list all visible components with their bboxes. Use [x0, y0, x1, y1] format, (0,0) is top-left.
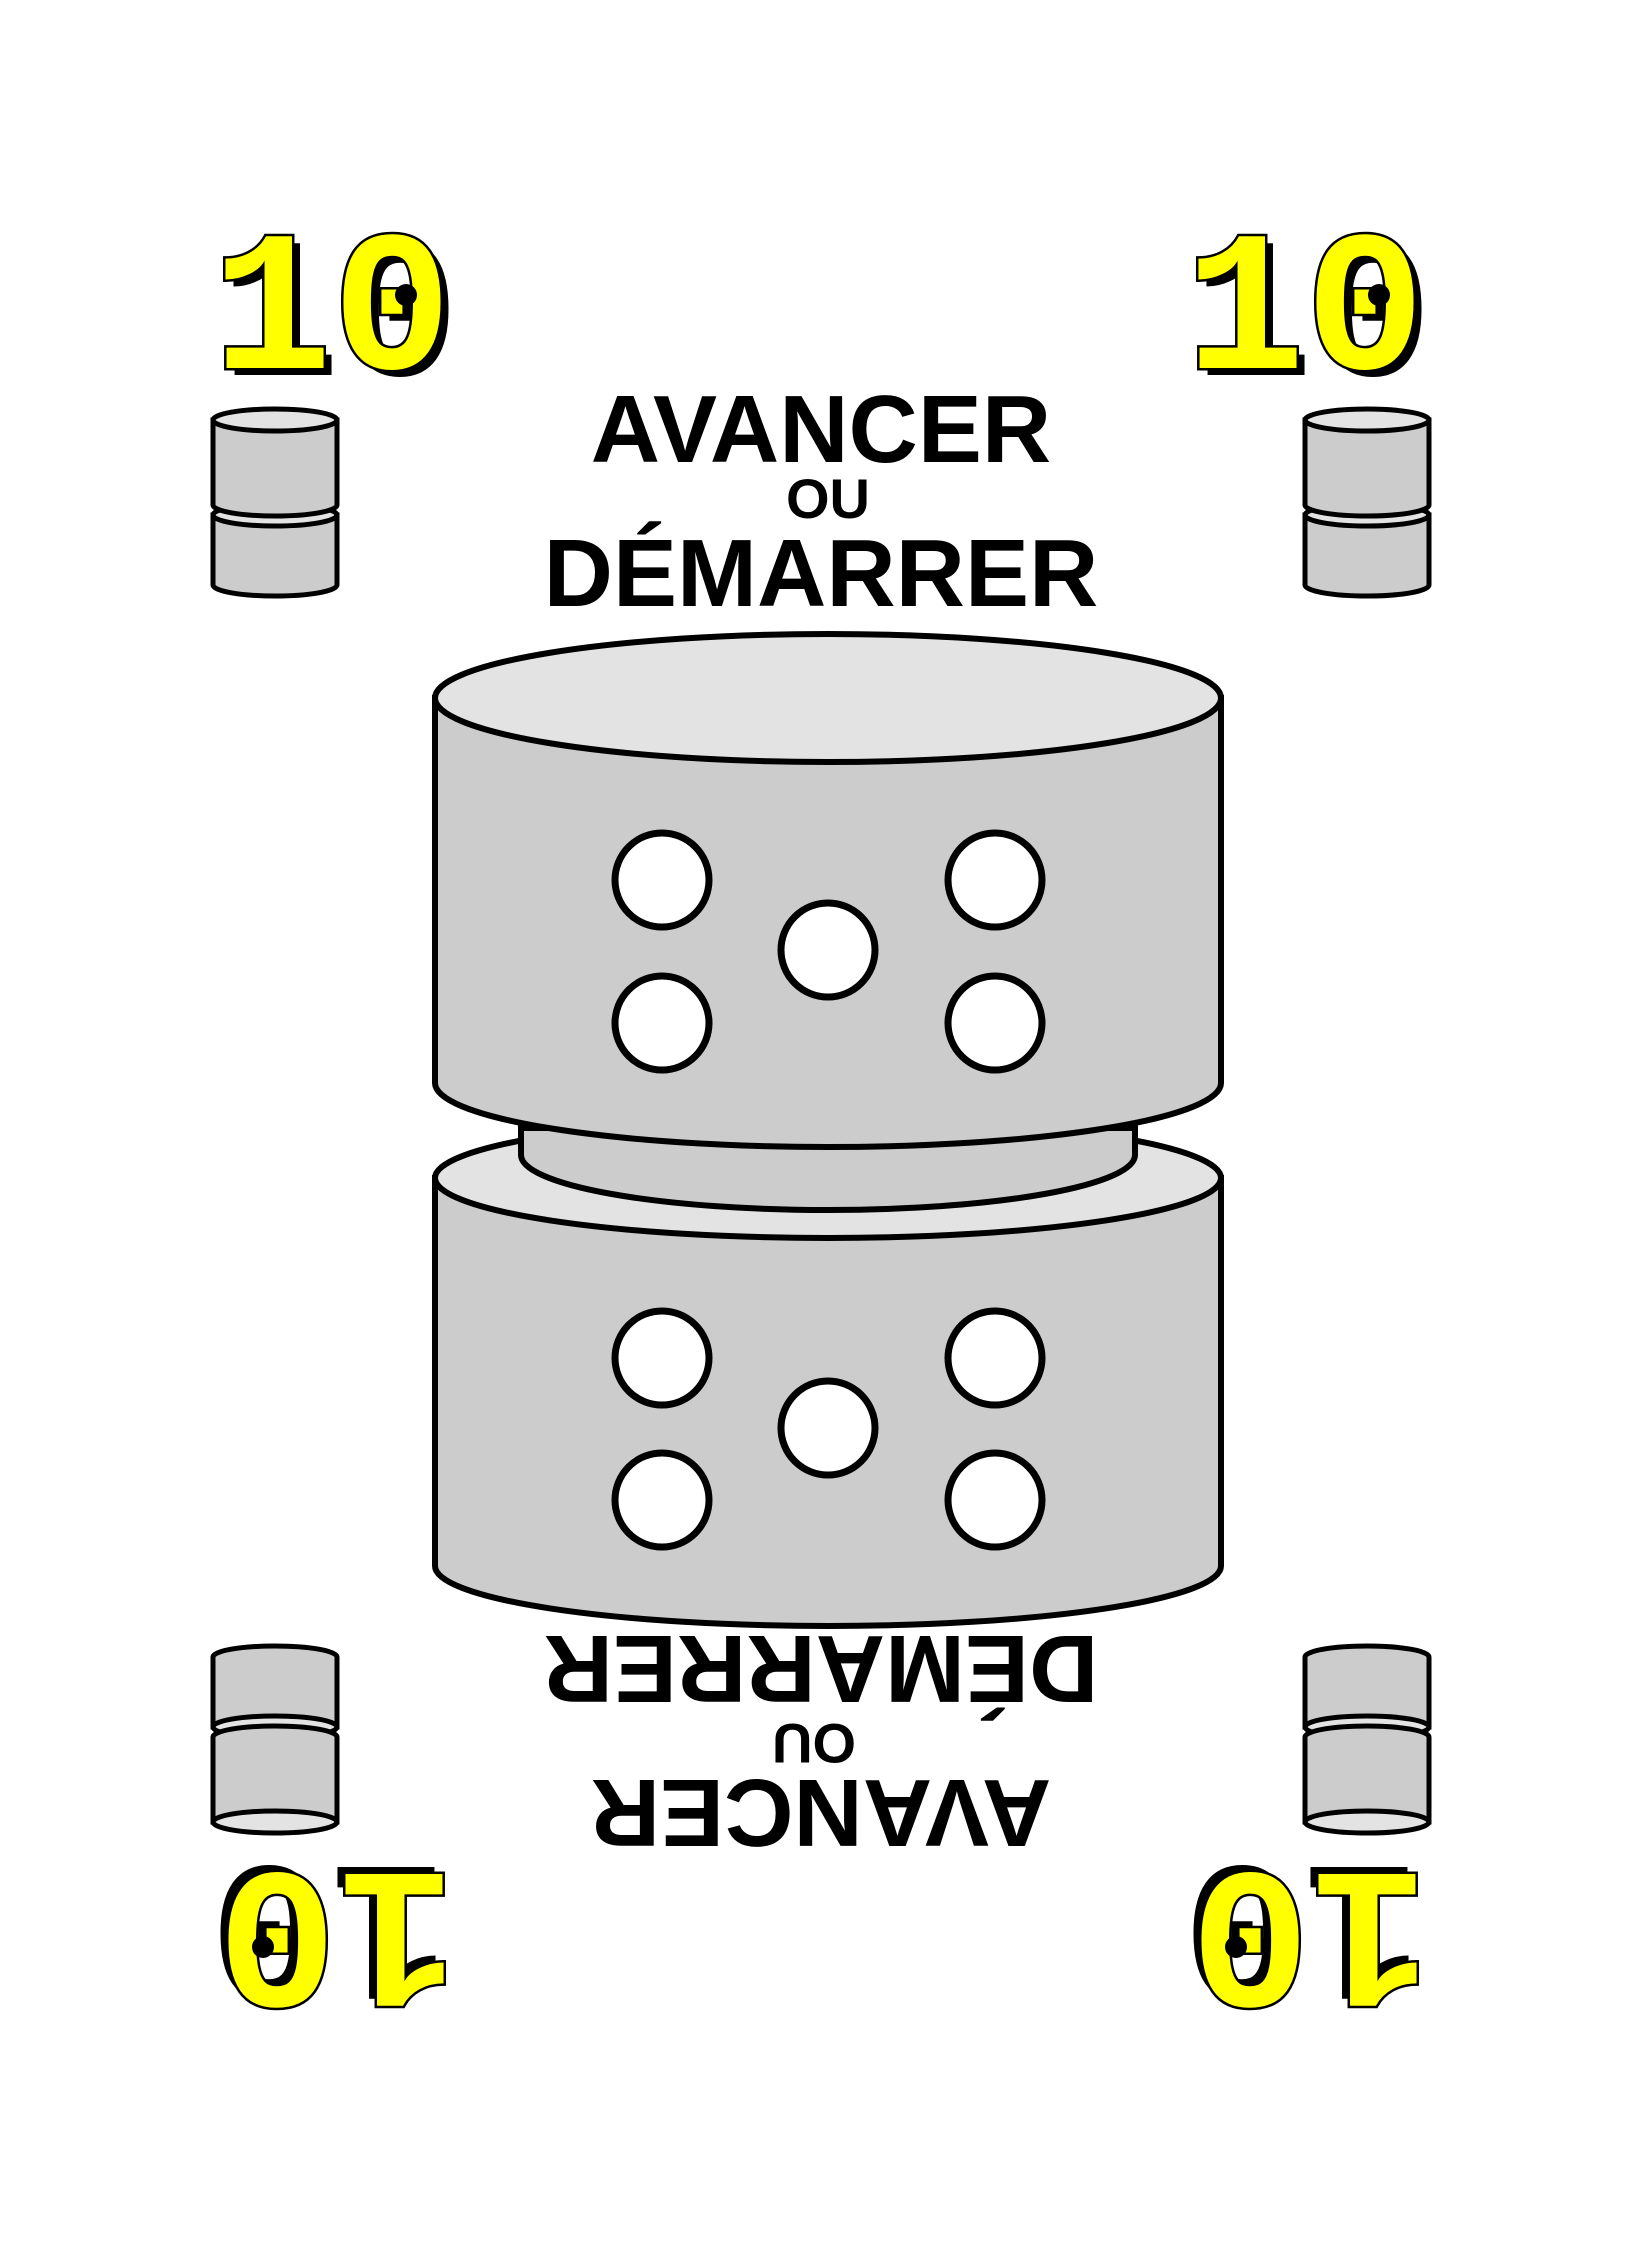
corner-top-right: 10 10	[1183, 200, 1433, 599]
pip	[611, 972, 713, 1074]
pip	[777, 1377, 879, 1479]
pip	[611, 829, 713, 931]
zero-dot-icon	[395, 284, 417, 306]
card-title: AVANCER OU DÉMARRER	[544, 376, 1099, 627]
dice-stack-illustration	[432, 631, 1224, 1629]
title-line-3: DÉMARRER	[544, 520, 1099, 627]
pip	[611, 1449, 713, 1551]
zero-dot-icon	[1368, 284, 1390, 306]
title-line-2: OU	[786, 467, 870, 530]
corner-bottom-right: 10 10	[1182, 1643, 1433, 2043]
mini-dice-stack-icon	[210, 1643, 340, 1836]
title-line-3: DÉMARRER	[544, 1615, 1099, 1722]
card-title-rotated: AVANCER OU DÉMARRER	[544, 1615, 1099, 1866]
corner-value: 10	[1190, 1813, 1430, 2040]
corner-value-shadow: 10	[1193, 209, 1433, 436]
pip	[944, 1307, 1046, 1409]
mini-dice-stack-icon	[210, 406, 340, 599]
corner-value-shadow: 10	[220, 209, 460, 436]
dice-connector	[518, 1125, 1138, 1213]
title-line-1: AVANCER	[591, 1759, 1051, 1866]
corner-value-shadow: 10	[1182, 1806, 1422, 2033]
pip	[944, 1449, 1046, 1551]
pip	[944, 972, 1046, 1074]
card-bottom-rotated: AVANCER OU DÉMARRER 10 10 10 10	[209, 1615, 1433, 2043]
pip	[777, 899, 879, 1001]
title-line-1: AVANCER	[591, 376, 1051, 483]
mini-dice-stack-icon	[1302, 406, 1432, 599]
corner-value-shadow: 10	[209, 1806, 449, 2033]
corner-top-left: 10 10	[210, 200, 460, 599]
pip	[611, 1307, 713, 1409]
mini-die-top	[210, 406, 340, 519]
corner-bottom-left: 10 10	[209, 1643, 460, 2043]
corner-value: 10	[212, 202, 452, 429]
pip	[944, 829, 1046, 931]
die-top	[432, 631, 1224, 1150]
mini-dice-stack-icon	[1302, 1643, 1432, 1836]
zero-dot-icon	[1225, 1936, 1247, 1958]
corner-value: 10	[1185, 202, 1425, 429]
mini-die-top	[1302, 406, 1432, 519]
zero-dot-icon	[252, 1936, 274, 1958]
corner-value: 10	[217, 1813, 457, 2040]
title-line-2: OU	[772, 1712, 856, 1775]
